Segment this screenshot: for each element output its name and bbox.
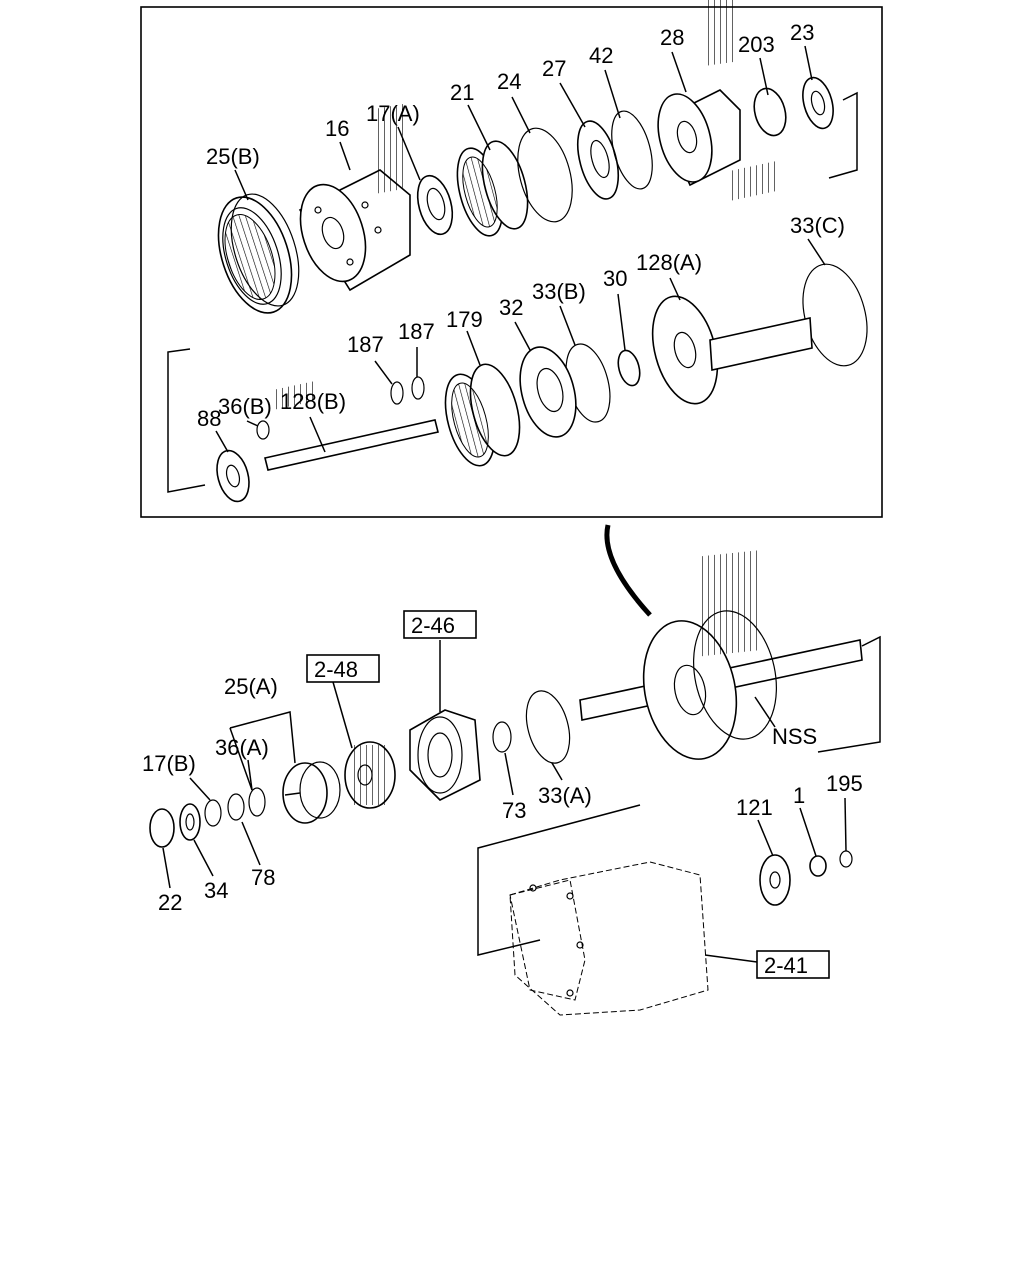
part-128a-shaft — [651, 160, 813, 405]
part-187-ring-a — [390, 381, 404, 405]
part-2-46-drum — [409, 709, 481, 801]
callout-73: 73 — [502, 798, 526, 823]
callout-187-b: 187 — [398, 319, 435, 344]
part-25a — [282, 761, 341, 824]
callout-203: 203 — [738, 32, 775, 57]
ref-box-2-41 — [756, 950, 830, 979]
transition-arrow — [604, 524, 652, 617]
part-28-drum — [657, 0, 741, 187]
part-transmission-case — [509, 861, 709, 1016]
part-36a-ring — [248, 787, 266, 817]
part-16-carrier — [298, 103, 411, 292]
part-128b-shaft — [264, 381, 439, 471]
part-121-gear — [759, 854, 791, 906]
part-34-bearing — [179, 803, 201, 841]
callout-30: 30 — [603, 266, 627, 291]
part-23-bearing — [802, 76, 834, 130]
part-22-seal — [149, 808, 175, 848]
part-1-spring — [809, 855, 827, 877]
part-21-hub — [456, 140, 529, 237]
callout-33b: 33(B) — [532, 279, 586, 304]
callout-22: 22 — [158, 890, 182, 915]
part-187-ring-b — [411, 376, 425, 400]
part-30-washer — [617, 349, 641, 387]
part-2-48-gear — [344, 741, 396, 809]
ref-2-41: 2-41 — [764, 953, 808, 978]
callout-187-a: 187 — [347, 332, 384, 357]
part-179-ring-gear — [444, 363, 521, 467]
part-88-bearing — [216, 449, 250, 503]
callout-179: 179 — [446, 307, 483, 332]
callout-25a: 25(A) — [224, 674, 278, 699]
callout-42: 42 — [589, 43, 613, 68]
ref-2-46: 2-46 — [411, 613, 455, 638]
callout-nss: NSS — [772, 724, 817, 749]
detail-frame — [140, 6, 883, 518]
callout-17a: 17(A) — [366, 101, 420, 126]
callout-32: 32 — [499, 295, 523, 320]
part-33a-snap-ring — [525, 690, 571, 764]
callout-128b: 128(B) — [280, 389, 346, 414]
callout-128a: 128(A) — [636, 250, 702, 275]
callout-78: 78 — [251, 865, 275, 890]
callout-27: 27 — [542, 56, 566, 81]
callout-25b: 25(B) — [206, 144, 260, 169]
leader-lines-bottom — [162, 640, 847, 889]
part-78-ring — [227, 793, 245, 821]
ref-box-2-46 — [403, 610, 477, 639]
part-nss-assembly — [579, 550, 863, 760]
callout-36a: 36(A) — [215, 735, 269, 760]
callout-33a: 33(A) — [538, 783, 592, 808]
part-36b-washer — [256, 420, 270, 440]
ref-2-48: 2-48 — [314, 657, 358, 682]
part-195-ring — [839, 850, 853, 868]
callout-21: 21 — [450, 80, 474, 105]
callout-16: 16 — [325, 116, 349, 141]
ref-box-2-48 — [306, 654, 380, 683]
part-73-washer — [492, 721, 512, 753]
part-17b-ring — [204, 799, 222, 827]
callout-1: 1 — [793, 783, 805, 808]
callout-24: 24 — [497, 69, 521, 94]
callout-33c: 33(C) — [790, 213, 845, 238]
part-33c-snap-ring — [802, 263, 868, 367]
callout-34: 34 — [204, 878, 228, 903]
part-203-gear — [753, 87, 787, 137]
callout-88: 88 — [197, 406, 221, 431]
callout-28: 28 — [660, 25, 684, 50]
part-27-bearing — [576, 120, 620, 200]
part-24-snap-ring — [517, 127, 573, 223]
part-42-o-ring — [611, 110, 653, 190]
part-32-sun-gear — [519, 346, 577, 438]
callout-121: 121 — [736, 795, 773, 820]
leader-lines-top — [215, 45, 826, 453]
callout-195: 195 — [826, 771, 863, 796]
part-25b-ring-gear — [217, 193, 300, 314]
callout-17b: 17(B) — [142, 751, 196, 776]
callout-23: 23 — [790, 20, 814, 45]
part-17a-washer — [416, 174, 454, 236]
callout-36b: 36(B) — [218, 394, 272, 419]
